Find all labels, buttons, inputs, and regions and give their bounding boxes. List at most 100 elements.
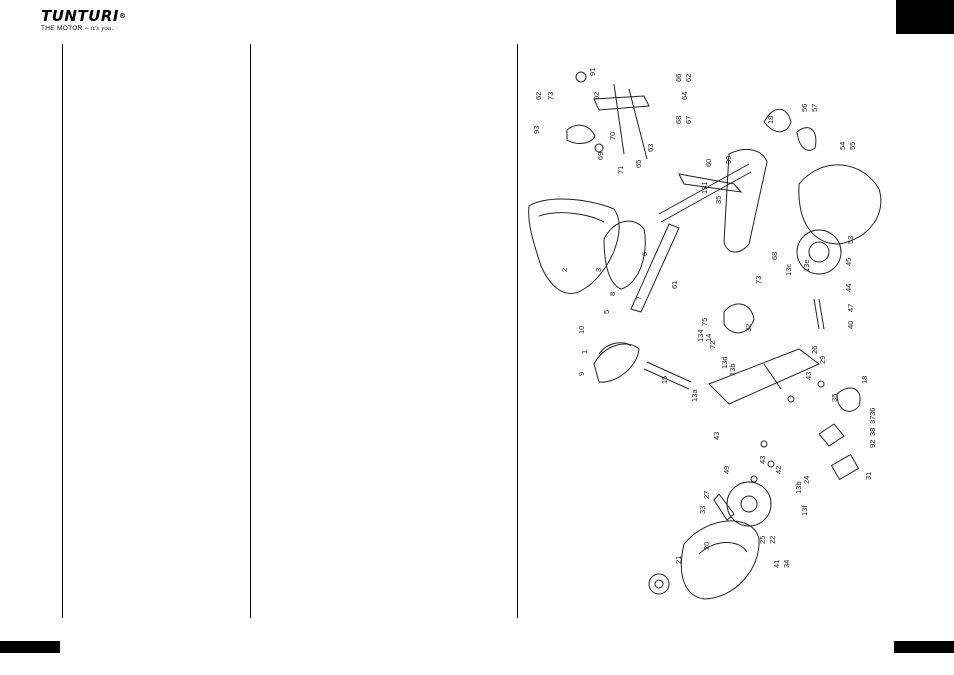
part-number-label: 13f xyxy=(800,505,809,516)
part-number-label: 66 xyxy=(674,74,683,82)
part-number-label: 36 xyxy=(868,408,877,416)
part-number-label: 43 xyxy=(758,456,767,464)
part-number-label: 73 xyxy=(754,276,763,284)
part-21-knob xyxy=(648,573,670,595)
part-number-label: 31 xyxy=(864,472,873,480)
part-number-label: 68 xyxy=(770,252,779,260)
part-number-label: 9 xyxy=(577,372,586,376)
part-number-label: 68 xyxy=(674,116,683,124)
part-number-label: 93 xyxy=(532,126,541,134)
part-number-label: 62 xyxy=(534,92,543,100)
part-number-label: 35 xyxy=(714,196,723,204)
part-number-label: 91 xyxy=(588,68,597,76)
part-number-label: 2 xyxy=(560,268,569,272)
part-39-crank-tube xyxy=(723,149,768,253)
part-38-foot xyxy=(818,423,845,447)
part-number-label: 134 xyxy=(696,329,705,342)
part-number-label: 53 xyxy=(846,236,855,244)
part-number-label: 43 xyxy=(804,372,813,380)
part-number-label: 13b xyxy=(728,363,737,376)
part-number-label: 13e xyxy=(802,259,811,272)
part-18-lower-endcap xyxy=(836,387,861,412)
part-number-label: 14 xyxy=(704,334,713,342)
part-number-label: 40 xyxy=(846,321,855,329)
part-2-shroud xyxy=(528,198,620,294)
brand-tagline: THE MOTOR – it's you. xyxy=(41,25,114,32)
frame-main-tube xyxy=(630,223,680,313)
part-number-label: 10 xyxy=(577,326,586,334)
part-number-label: 13c xyxy=(784,264,793,276)
part-number-label: 65 xyxy=(634,160,643,168)
part-number-label: 41 xyxy=(772,560,781,568)
part-number-label: 73 xyxy=(546,92,555,100)
part-number-label: 75 xyxy=(700,318,709,326)
part-number-label: 92 xyxy=(592,92,601,100)
part-56-pedal xyxy=(796,127,817,151)
handlebar-assembly xyxy=(593,95,650,111)
part-75-seat xyxy=(723,303,755,334)
brand-name: TUNTURI xyxy=(41,7,120,25)
column-divider-1 xyxy=(62,44,63,618)
part-number-label: 34 xyxy=(782,560,791,568)
part-number-label: 72 xyxy=(708,341,717,349)
part-number-label: 1 xyxy=(580,350,589,354)
part-number-label: 131 xyxy=(700,181,709,194)
part-number-label: 92 xyxy=(868,440,877,448)
part-number-label: 33 xyxy=(698,506,707,514)
part-number-label: 45 xyxy=(844,258,853,266)
frame-upright xyxy=(678,173,743,193)
part-number-label: 3 xyxy=(594,268,603,272)
part-number-label: 61 xyxy=(670,281,679,289)
part-number-label: 71 xyxy=(616,166,625,174)
part-number-label: 60 xyxy=(704,159,713,167)
page-tab-bottom-right xyxy=(894,641,954,653)
part-number-label: 15 xyxy=(660,376,669,384)
part-number-label: 18 xyxy=(860,376,869,384)
part-number-label: 47 xyxy=(846,304,855,312)
registered-mark: ® xyxy=(119,12,127,20)
part-number-label: 21 xyxy=(674,556,683,564)
part-number-label: 57 xyxy=(810,104,819,112)
part-18-endcap xyxy=(763,108,792,133)
part-number-label: 7 xyxy=(634,296,643,300)
part-20-lower-shroud xyxy=(680,520,760,600)
part-number-label: 54 xyxy=(838,142,847,150)
page-tab-top-right xyxy=(896,0,954,34)
part-number-label: 25 xyxy=(758,536,767,544)
part-number-label: 26 xyxy=(810,346,819,354)
part-number-label: 24 xyxy=(802,476,811,484)
part-number-label: 43 xyxy=(712,432,721,440)
part-number-label: 18 xyxy=(766,116,775,124)
part-number-label: 38 xyxy=(868,428,877,436)
part-53-flywheel-cover xyxy=(798,164,882,245)
part-number-label: 13a xyxy=(690,389,699,402)
column-divider-2 xyxy=(250,44,251,618)
part-number-label: 69 xyxy=(596,152,605,160)
part-number-label: 63 xyxy=(646,144,655,152)
part-number-label: 67 xyxy=(684,116,693,124)
part-number-label: 62 xyxy=(684,74,693,82)
part-number-label: 49 xyxy=(722,466,731,474)
part-number-label: 27 xyxy=(702,491,711,499)
part-number-label: 55 xyxy=(848,142,857,150)
part-number-label: 35 xyxy=(830,394,839,402)
part-24-pulley xyxy=(726,481,772,527)
part-number-label: 39 xyxy=(724,156,733,164)
part-number-label: 42 xyxy=(774,466,783,474)
part-number-label: 64 xyxy=(680,92,689,100)
part-31-block xyxy=(830,453,860,481)
part-number-label: 8 xyxy=(608,292,617,296)
part-number-label: 13d xyxy=(720,356,729,369)
part-number-label: 70 xyxy=(608,132,617,140)
frame-base xyxy=(708,348,820,405)
column-divider-3 xyxy=(517,44,518,618)
page-tab-bottom-left xyxy=(0,641,60,653)
part-number-label: 56 xyxy=(800,104,809,112)
part-number-label: 44 xyxy=(844,284,853,292)
part-number-label: 29 xyxy=(818,356,827,364)
part-number-label: 22 xyxy=(768,536,777,544)
part-number-label: 37 xyxy=(868,416,877,424)
part-number-label: 32 xyxy=(744,324,753,332)
tunturi-logo: TUNTURI® THE MOTOR – it's you. xyxy=(41,8,127,32)
